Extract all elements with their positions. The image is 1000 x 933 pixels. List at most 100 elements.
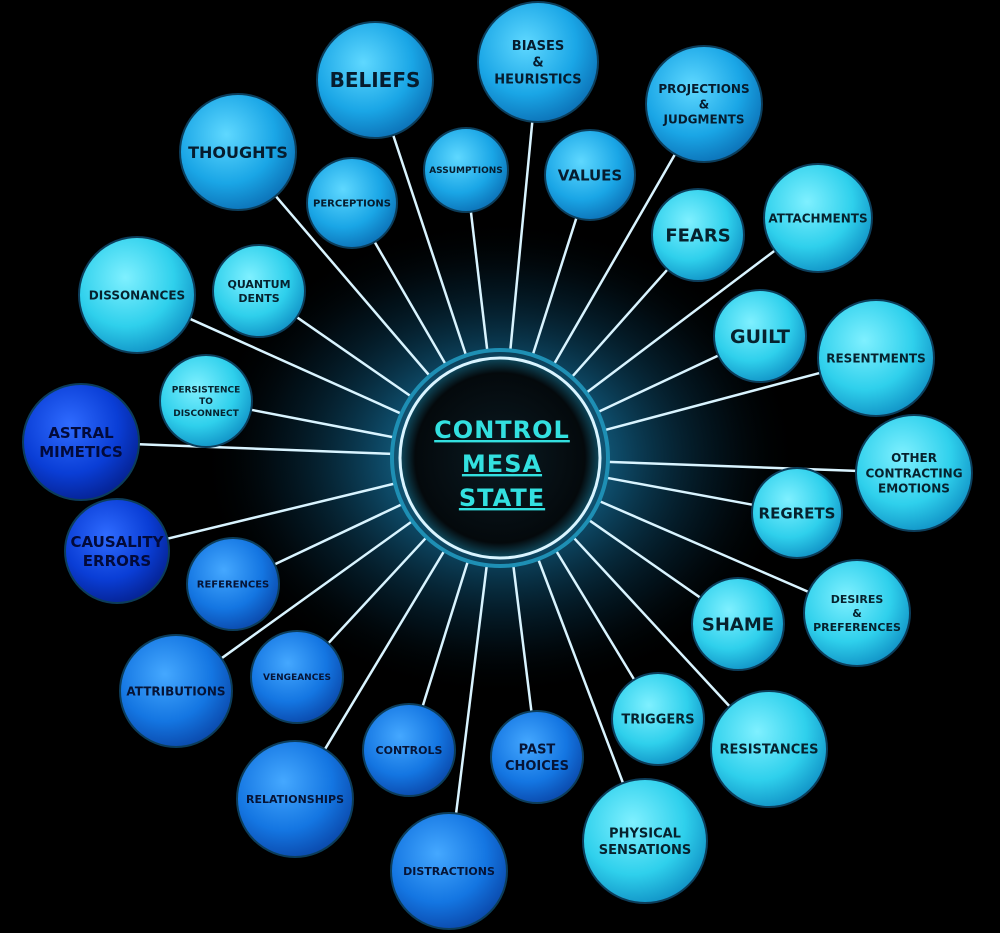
node-circle-attributions [119, 634, 233, 748]
node-label-resistances: RESISTANCES [719, 743, 818, 758]
node-label-past-choices: CHOICES [505, 759, 569, 774]
connector-triggers [554, 549, 636, 681]
node-label-guilt: GUILT [730, 326, 790, 348]
node-label-relationships: RELATIONSHIPS [246, 793, 344, 806]
center-node-ring [390, 348, 610, 568]
node-label-physical-sensations: PHYSICAL [609, 826, 681, 841]
node-label-other-contracting-emotions: EMOTIONS [878, 482, 950, 496]
node-label-perceptions: PERCEPTIONS [313, 199, 391, 210]
node-controls: CONTROLS [362, 703, 456, 797]
connector-other-contracting-emotions [607, 460, 857, 473]
connector-vengeances [327, 536, 428, 645]
node-references: REFERENCES [186, 537, 280, 631]
node-label-biases-heuristics: HEURISTICS [494, 72, 581, 87]
node-circle-thoughts [179, 93, 297, 211]
connector-physical-sensations [537, 558, 625, 784]
connector-shame [587, 518, 702, 599]
node-label-triggers: TRIGGERS [621, 713, 694, 728]
center-label-line-1: CONTROL [434, 416, 570, 444]
connector-causality-errors [167, 482, 396, 540]
node-label-past-choices: PAST [519, 742, 556, 757]
connector-controls [421, 560, 470, 707]
node-circle-persistence-to-disconnect [159, 354, 253, 448]
node-circle-triggers [611, 672, 705, 766]
connector-distractions [454, 565, 489, 814]
node-circle-regrets [751, 467, 843, 559]
node-circle-perceptions [306, 157, 398, 249]
node-circle-fears [651, 188, 745, 282]
connector-perceptions [373, 241, 447, 366]
node-circle-causality-errors [64, 498, 170, 604]
connector-relationships [323, 549, 446, 750]
node-label-fears: FEARS [665, 226, 730, 247]
node-circle-biases-heuristics [477, 1, 599, 123]
connector-assumptions [469, 211, 489, 351]
node-circle-quantum-dents [212, 244, 306, 338]
node-label-regrets: REGRETS [759, 504, 836, 522]
node-label-assumptions: ASSUMPTIONS [429, 166, 503, 176]
connector-resentments [604, 371, 821, 432]
connector-values [531, 217, 578, 356]
connector-attachments [585, 249, 776, 394]
node-label-distractions: DISTRACTIONS [403, 865, 495, 878]
center-node: CONTROL MESA STATE [390, 348, 610, 568]
connector-guilt [597, 354, 719, 414]
node-values: VALUES [544, 129, 636, 221]
connector-lines [138, 121, 857, 814]
connector-desires-preferences [598, 499, 809, 594]
node-vengeances: VENGEANCES [250, 630, 344, 724]
node-label-quantum-dents: QUANTUM [227, 278, 290, 291]
node-regrets: REGRETS [751, 467, 843, 559]
node-circle-projections-judgments [645, 45, 763, 163]
node-label-attachments: ATTACHMENTS [768, 211, 867, 225]
node-circle-guilt [713, 289, 807, 383]
node-label-projections-judgments: PROJECTIONS [658, 82, 749, 96]
node-label-other-contracting-emotions: OTHER [891, 451, 937, 465]
node-circle-beliefs [316, 21, 434, 139]
node-biases-heuristics: BIASES &HEURISTICS [477, 1, 599, 123]
node-resistances: RESISTANCES [710, 690, 828, 808]
node-circle-relationships [236, 740, 354, 858]
connector-beliefs [392, 134, 468, 356]
node-label-desires-preferences: & [852, 607, 862, 620]
node-circle-physical-sensations [582, 778, 708, 904]
node-label-persistence-to-disconnect: TO [199, 397, 213, 407]
node-circle-desires-preferences [803, 559, 911, 667]
connector-past-choices [512, 565, 533, 712]
node-attributions: ATTRIBUTIONS [119, 634, 233, 748]
node-circle-controls [362, 703, 456, 797]
connector-quantum-dents [296, 316, 412, 398]
connector-regrets [605, 476, 754, 507]
connector-projections-judgments [552, 153, 677, 366]
node-label-biases-heuristics: & [532, 56, 543, 71]
node-circle-resistances [710, 690, 828, 808]
node-label-dissonances: DISSONANCES [89, 288, 185, 302]
node-beliefs: BELIEFS [316, 21, 434, 139]
node-distractions: DISTRACTIONS [390, 812, 508, 930]
connector-attributions [220, 520, 414, 660]
center-node-disc [398, 356, 602, 560]
node-label-values: VALUES [558, 166, 622, 184]
node-label-controls: CONTROLS [376, 744, 443, 757]
node-label-biases-heuristics: BIASES [512, 39, 564, 54]
connector-references [274, 502, 403, 566]
node-label-resentments: RESENTMENTS [826, 351, 926, 365]
node-past-choices: PAST CHOICES [490, 710, 584, 804]
node-label-quantum-dents: DENTS [238, 292, 279, 305]
node-fears: FEARS [651, 188, 745, 282]
node-label-shame: SHAME [702, 615, 774, 636]
node-circle-references [186, 537, 280, 631]
node-thoughts: THOUGHTS [179, 93, 297, 211]
node-label-causality-errors: CAUSALITY [71, 533, 165, 551]
node-resentments: RESENTMENTS [817, 299, 935, 417]
center-label-line-3: STATE [459, 484, 545, 512]
connector-biases-heuristics [509, 121, 534, 351]
node-attachments: ATTACHMENTS [763, 163, 873, 273]
node-shame: SHAME [691, 577, 785, 671]
node-label-astral-mimetics: MIMETICS [39, 443, 123, 461]
node-circle-assumptions [423, 127, 509, 213]
connector-persistence-to-disconnect [250, 408, 395, 439]
node-label-vengeances: VENGEANCES [263, 673, 331, 683]
